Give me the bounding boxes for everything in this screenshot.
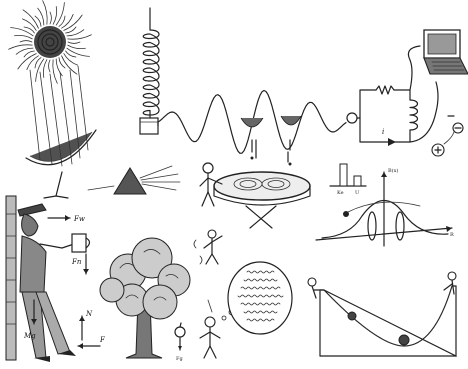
ke-label: Ke <box>337 190 344 196</box>
apple-tree <box>100 238 190 358</box>
force-fw-label: Fw <box>73 215 85 223</box>
magnetic-field-graph: B(x) R <box>316 167 454 246</box>
sun-ray <box>20 41 32 42</box>
electric-circuit: i <box>347 46 438 146</box>
hanging-coil <box>140 8 159 134</box>
sun-ray <box>64 15 82 30</box>
ripple-tank <box>214 172 310 228</box>
sun-ray <box>38 8 44 25</box>
current-label: i <box>382 128 384 136</box>
sun-ray <box>68 45 86 49</box>
sun-ray <box>66 27 76 33</box>
force-n-label: N <box>85 310 93 318</box>
sun-ray <box>56 59 62 76</box>
sun-ray <box>66 51 76 57</box>
sun-ray <box>62 56 77 74</box>
force-f-label: F <box>99 336 106 344</box>
stick-figure-waving <box>194 230 222 264</box>
wave-string <box>158 91 346 166</box>
sun-ray <box>50 12 51 24</box>
sun-ray <box>43 60 47 78</box>
sun-ray <box>35 16 41 26</box>
force-fn-label: Fn <box>71 258 82 266</box>
sun-ray <box>23 10 38 28</box>
sun-ray <box>59 58 65 68</box>
force-mg-label: Mg <box>23 332 36 340</box>
u-label: U <box>355 190 359 196</box>
sun-ray <box>24 51 34 57</box>
sun-ray <box>53 7 57 25</box>
prism <box>88 166 180 194</box>
thinking-figure <box>200 300 220 358</box>
ramp-track <box>308 272 456 356</box>
concave-mirror <box>26 130 96 198</box>
sun-ray <box>18 54 36 69</box>
falling-apple: Fg <box>175 323 185 362</box>
axis-r-label: R <box>450 232 454 238</box>
laptop <box>424 30 468 74</box>
atom-particles <box>432 116 463 156</box>
thought-bubble <box>222 262 292 334</box>
energy-bar-sketch: Ke U <box>330 164 366 196</box>
sun-ray <box>59 16 65 26</box>
sun-ray <box>35 58 41 68</box>
sun-ray <box>68 42 80 43</box>
sun-ray <box>49 60 50 72</box>
sun-ray <box>24 27 34 33</box>
sun-ray <box>16 48 33 54</box>
apple-fg-label: Fg <box>176 356 183 362</box>
man-leaning-wall: Fw Fn Mg N F <box>6 196 106 362</box>
sun-ray <box>67 30 84 36</box>
bfield-label: B(x) <box>388 167 398 174</box>
sun-ray <box>15 35 33 39</box>
